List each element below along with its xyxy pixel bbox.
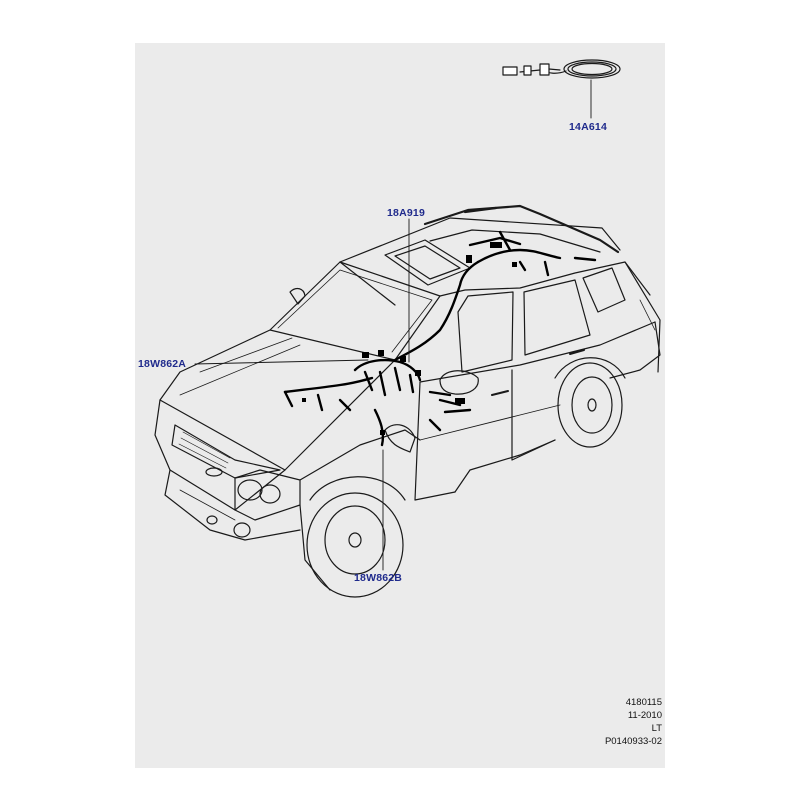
leader-lines [194,218,410,571]
callout-18a919: 18A919 [387,207,425,219]
vehicle-body [154,204,661,598]
cable-14a614-drawing [502,59,621,79]
info-line-1: 4180115 [625,697,662,708]
callout-18w862a: 18W862A [138,358,187,370]
diagram-panel [135,43,665,768]
callout-14a614: 14A614 [569,121,607,133]
info-line-3: LT [651,723,662,734]
harness-connectors [302,242,517,435]
info-line-2: 11-2010 [627,710,662,721]
info-line-4: P0140933-02 [604,736,662,747]
wiring-harness [283,230,597,447]
callout-18w862b: 18W862B [354,572,403,584]
leader-18w862a [194,359,369,365]
